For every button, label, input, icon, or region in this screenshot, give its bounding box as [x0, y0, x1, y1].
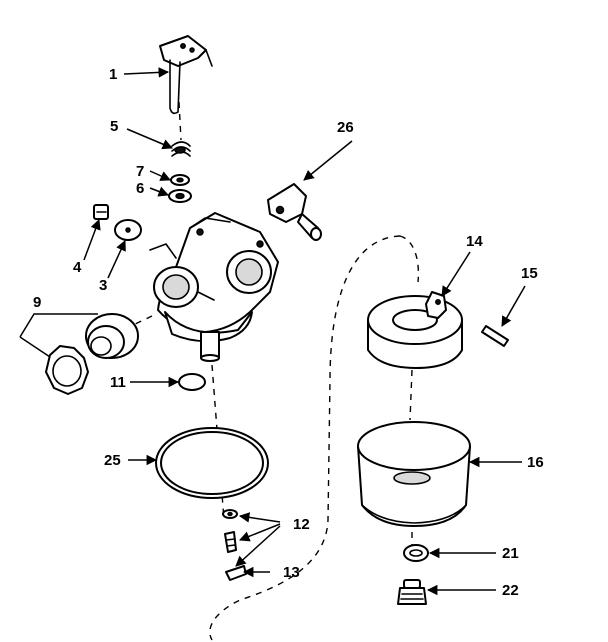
axis-line-bowl	[409, 369, 413, 421]
callout-4: 4	[73, 259, 82, 276]
screw	[93, 204, 109, 220]
assembly-guide-lines	[109, 101, 420, 641]
idle-jet	[224, 531, 237, 553]
float	[367, 291, 463, 369]
primer-bulb	[85, 313, 139, 359]
washer	[170, 174, 190, 186]
float-bowl	[357, 421, 471, 527]
main-jet	[222, 509, 238, 519]
callout-16: 16	[527, 454, 544, 471]
carburetor-body	[149, 212, 279, 362]
callout-7: 7	[136, 163, 144, 180]
callout-25: 25	[104, 452, 121, 469]
callout-14: 14	[466, 233, 483, 250]
callout-13: 13	[283, 564, 300, 581]
throttle-shaft	[159, 35, 213, 115]
callout-21: 21	[502, 545, 519, 562]
bowl-drain-screw	[397, 579, 427, 605]
welch-plug	[178, 373, 206, 391]
callout-labels: 1 5 7 6 26 4 3 9 11 25 12 13 14 15 16 21…	[33, 66, 544, 599]
callout-5: 5	[110, 118, 118, 135]
axis-line-throttle	[178, 101, 182, 141]
callout-1: 1	[109, 66, 117, 83]
hinge-pin	[481, 325, 509, 347]
gasket-ring	[155, 427, 269, 499]
spring	[171, 141, 191, 157]
callout-3: 3	[99, 277, 107, 294]
float-needle	[225, 565, 247, 581]
fuel-inlet-fitting	[267, 183, 322, 241]
callout-12: 12	[293, 516, 310, 533]
callout-15: 15	[521, 265, 538, 282]
seal	[168, 189, 192, 203]
callout-22: 22	[502, 582, 519, 599]
primer-retainer	[45, 345, 89, 395]
bowl-gasket	[403, 544, 429, 562]
fuel-line-guide-return	[399, 235, 420, 283]
callout-11: 11	[110, 374, 126, 391]
callout-leaders	[19, 67, 526, 596]
callout-26: 26	[337, 119, 354, 136]
callout-6: 6	[136, 180, 144, 197]
throttle-plate	[114, 219, 142, 241]
callout-9: 9	[33, 294, 41, 311]
